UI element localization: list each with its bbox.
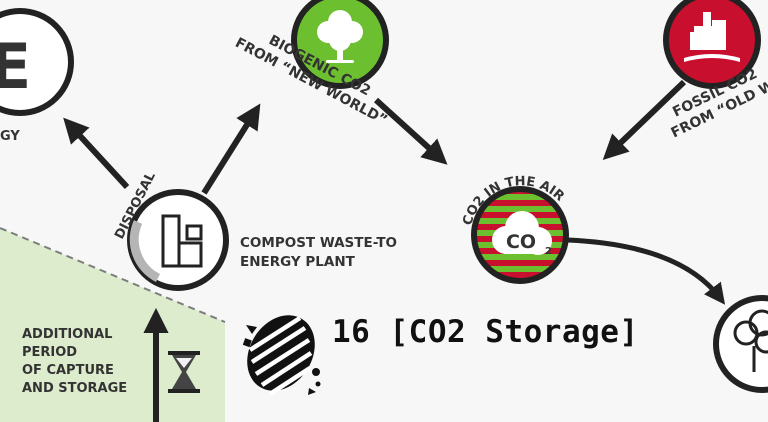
air-symbol-sub: 2	[545, 246, 552, 257]
tree-node	[713, 295, 768, 393]
energy-letter: E	[0, 30, 31, 103]
biogenic-node	[291, 0, 389, 89]
capture-zone-border	[0, 227, 226, 323]
arrow-to-biogenic	[201, 103, 261, 195]
arrow-air-to-tree	[567, 237, 726, 305]
factory-icon	[684, 12, 740, 62]
capture-line3: OF CAPTURE	[22, 363, 114, 378]
capture-line4: AND STORAGE	[22, 381, 127, 396]
tree-icon	[317, 10, 363, 63]
hourglass-icon	[168, 351, 200, 393]
fossil-node	[663, 0, 761, 89]
tree-icon	[733, 309, 768, 372]
air-symbol: CO	[506, 231, 536, 253]
arrow-to-energy	[63, 117, 130, 190]
compost-label-line2: ENERGY PLANT	[240, 254, 356, 270]
capture-zone	[0, 228, 225, 422]
arrow-fossil-to-air	[602, 79, 687, 160]
arrow-biogenic-to-air	[373, 97, 448, 165]
capture-line1: ADDITIONAL	[22, 327, 112, 342]
striped-egg-icon	[242, 315, 321, 396]
air-node: CO 2	[471, 186, 569, 284]
storage-caption: 16 [CO2 Storage]	[332, 314, 639, 350]
compost-label-line1: COMPOST WASTE-TO	[240, 235, 397, 251]
energy-partial-label: GY	[0, 129, 20, 144]
energy-node: E GY	[0, 8, 74, 144]
waste-plant-icon	[161, 214, 203, 268]
cloud-icon	[492, 211, 552, 255]
compost-node	[127, 189, 229, 291]
capture-line2: PERIOD	[22, 345, 77, 360]
